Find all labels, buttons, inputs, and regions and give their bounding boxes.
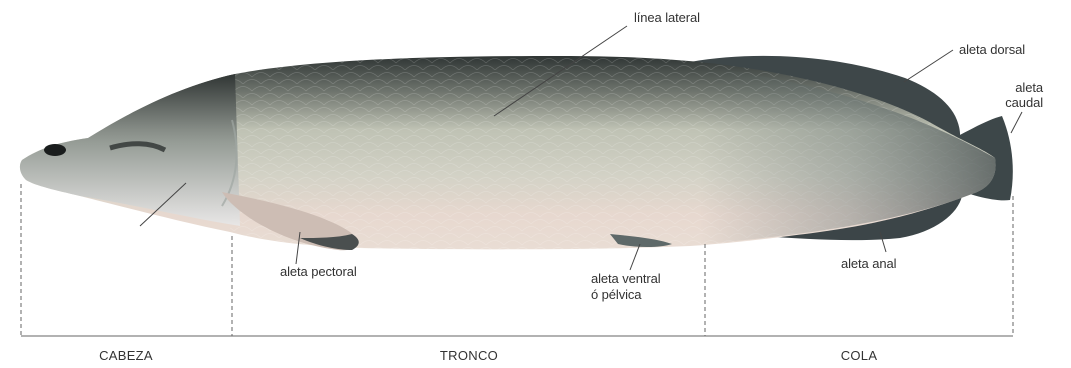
- label-lateral-line: línea lateral: [634, 10, 700, 25]
- label-ventral-fin-line1: aleta ventral: [591, 271, 661, 286]
- eye-shape: [44, 144, 66, 156]
- label-anal-fin: aleta anal: [841, 256, 896, 271]
- label-caudal-fin-line1: aleta: [1015, 80, 1043, 95]
- section-trunk: TRONCO: [394, 348, 544, 363]
- leader-caudal-fin: [1011, 112, 1022, 133]
- label-caudal-fin-line2: caudal: [1005, 95, 1043, 110]
- section-tail: COLA: [809, 348, 909, 363]
- leader-dorsal-fin: [904, 50, 953, 82]
- label-ventral-fin-line2: ó pélvica: [591, 287, 641, 302]
- section-head: CABEZA: [71, 348, 181, 363]
- label-pectoral-fin: aleta pectoral: [280, 264, 357, 279]
- label-dorsal-fin: aleta dorsal: [959, 42, 1025, 57]
